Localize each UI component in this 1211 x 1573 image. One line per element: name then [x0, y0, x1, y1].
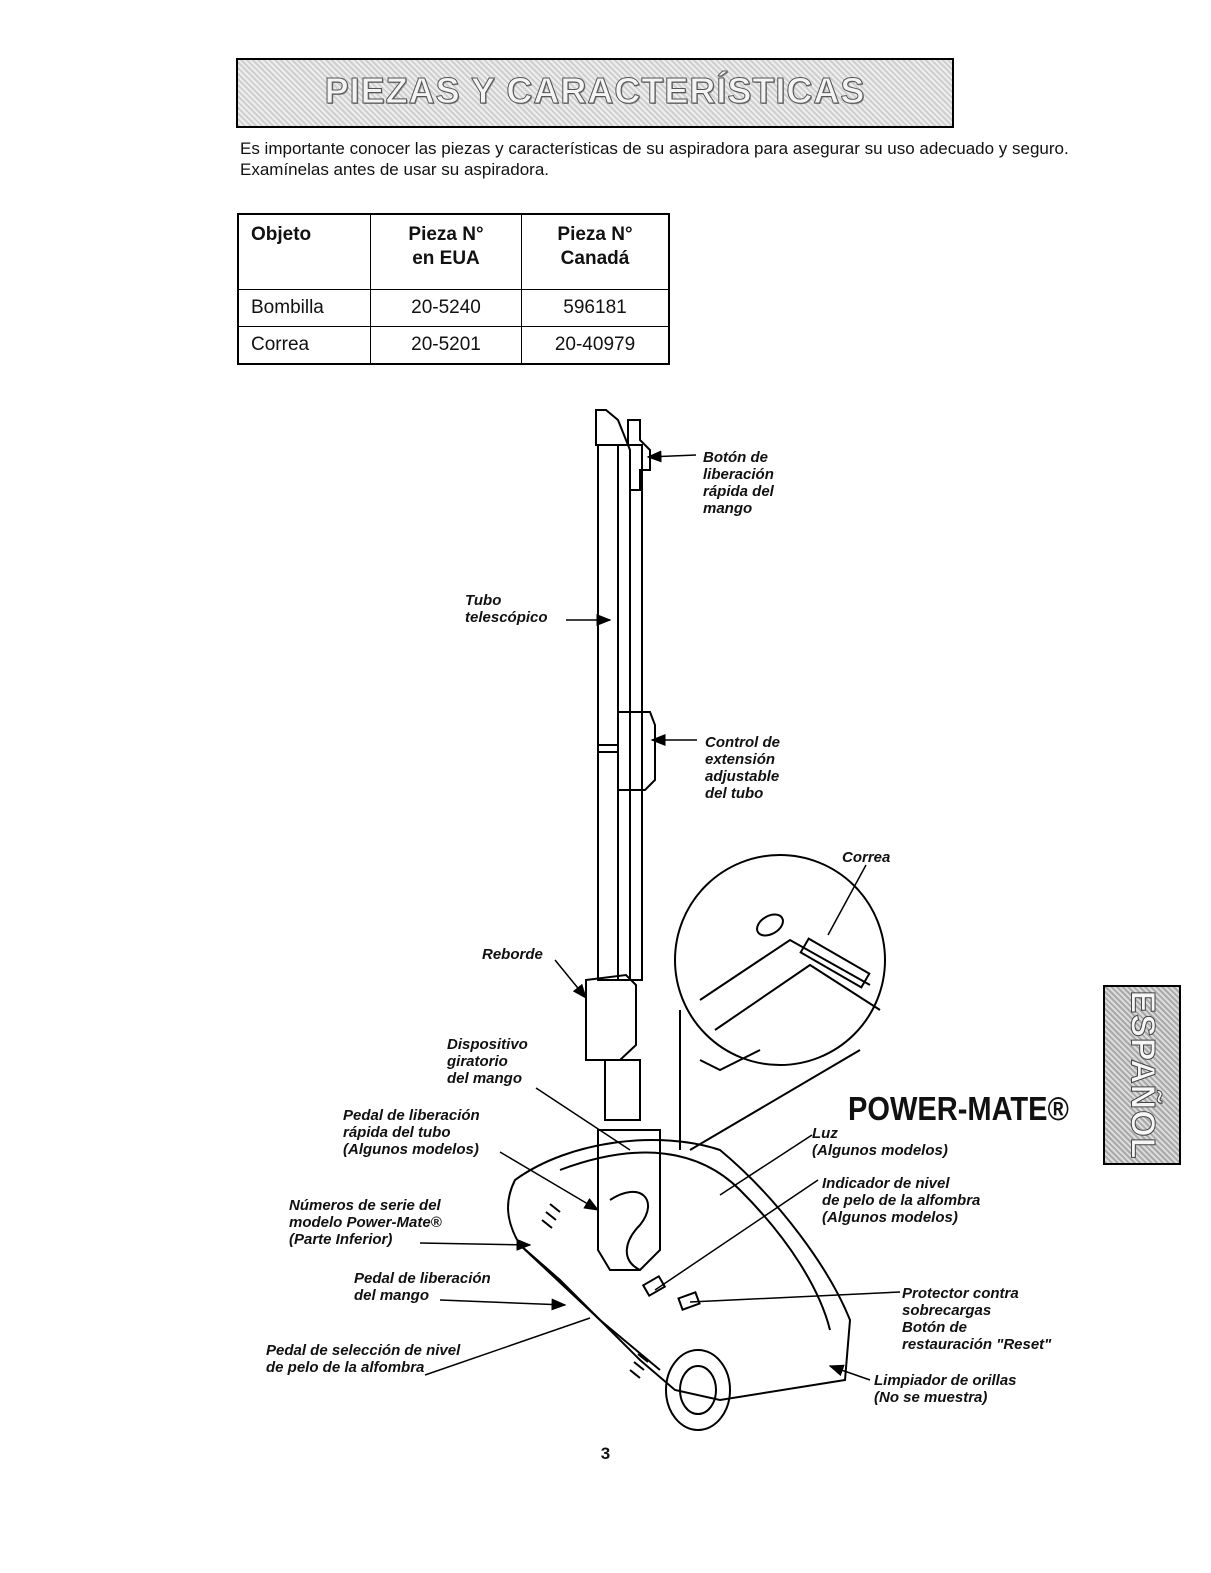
cell-us-part: 20-5201 — [370, 326, 522, 365]
wheel — [665, 1349, 731, 1431]
label-belt: Correa — [842, 849, 891, 866]
intro-line-2: Examínelas antes de usar su aspiradora. — [240, 160, 550, 179]
table-row: Correa 20-5201 20-40979 — [237, 326, 670, 365]
table-row: Bombilla 20-5240 596181 — [237, 289, 670, 327]
section-banner: PIEZAS Y CARACTERÍSTICAS — [236, 58, 954, 128]
parts-table: Objeto Pieza N°en EUA Pieza N°Canadá Bom… — [237, 213, 670, 365]
label-edge-cleaner: Limpiador de orillas(No se muestra) — [874, 1372, 1017, 1406]
intro-paragraph: Es importante conocer las piezas y carac… — [240, 138, 1140, 180]
section-title: PIEZAS Y CARACTERÍSTICAS — [324, 70, 866, 112]
swivel-joint — [604, 1059, 641, 1121]
label-light: Luz(Algunos modelos) — [812, 1125, 948, 1159]
cell-canada-part: 20-40979 — [521, 326, 670, 365]
label-ridge: Reborde — [482, 946, 543, 963]
cell-canada-part: 596181 — [521, 289, 670, 327]
nozzle-body — [507, 1139, 852, 1402]
intro-line-1: Es importante conocer las piezas y carac… — [240, 139, 1069, 158]
handle-grip — [595, 409, 651, 491]
cell-item: Bombilla — [237, 289, 371, 327]
language-label: ESPAÑOL — [1123, 990, 1162, 1160]
cell-item: Correa — [237, 326, 371, 365]
brand-title: POWER-MATE® — [848, 1090, 1069, 1127]
cell-us-part: 20-5240 — [370, 289, 522, 327]
header-us-part: Pieza N°en EUA — [370, 213, 522, 290]
tube-sleeve — [585, 973, 637, 1061]
belt-detail-circle — [674, 854, 886, 1066]
extension-clamp — [617, 711, 656, 791]
table-header-row: Objeto Pieza N°en EUA Pieza N°Canadá — [237, 213, 670, 290]
page-number: 3 — [600, 1444, 611, 1463]
neck — [597, 1129, 661, 1271]
header-canada-part: Pieza N°Canadá — [521, 213, 670, 290]
language-side-tab: ESPAÑOL — [1103, 985, 1181, 1165]
